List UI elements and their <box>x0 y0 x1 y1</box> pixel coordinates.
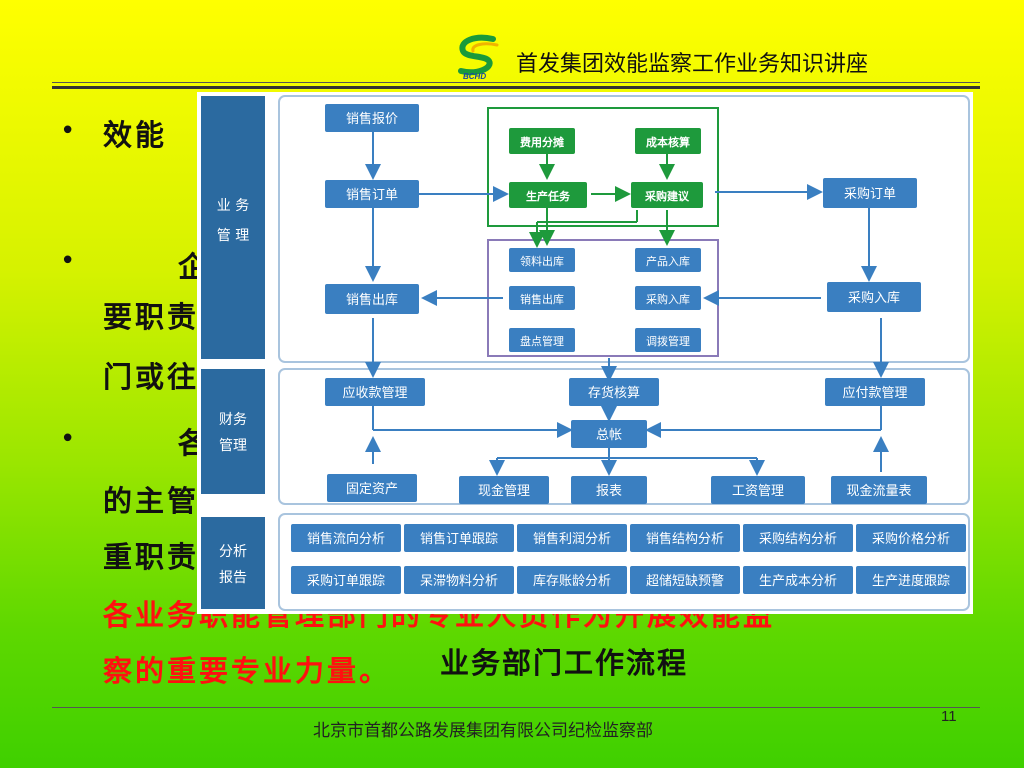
analysis-box-r1-5 <box>856 524 966 552</box>
analysis-box-r2-4 <box>743 566 853 594</box>
logo-text: BCHD <box>463 72 486 81</box>
footer-divider <box>52 707 980 708</box>
footer-org: 北京市首都公路发展集团有限公司纪检监察部 <box>313 721 653 741</box>
sidebar-finance-label-1: 财务 <box>219 412 247 428</box>
analysis-box-r2-1 <box>404 566 514 594</box>
analysis-label-r2-4: 生产成本分析 <box>759 574 837 589</box>
analysis-label-r1-1: 销售订单跟踪 <box>420 531 498 547</box>
analysis-label-r1-3: 销售结构分析 <box>646 531 724 547</box>
sidebar-finance-label-2: 管理 <box>219 438 247 454</box>
node-purchase-order: 采购订单 <box>844 186 896 202</box>
analysis-label-r2-5: 生产进度跟踪 <box>872 573 950 589</box>
body-line7: 重职责 <box>103 540 200 574</box>
bullet-3: • <box>60 424 76 454</box>
analysis-box-r1-2 <box>517 524 627 552</box>
header-title: 首发集团效能监察工作业务知识讲座 <box>516 52 869 77</box>
node-cash: 现金管理 <box>478 483 530 499</box>
node-receivable: 应收款管理 <box>342 385 407 401</box>
bullet-1: • <box>60 116 76 146</box>
body-heading: 效能 <box>103 118 168 152</box>
analysis-label-r1-2: 销售利润分析 <box>533 531 611 547</box>
analysis-box-r1-0 <box>291 524 401 552</box>
analysis-row-2: 采购订单跟踪 呆滞物料分析 库存账龄分析 超储短缺预警 生产成本分析 生产进度跟踪 <box>291 566 966 594</box>
body-line4: 门或往 <box>103 360 200 394</box>
analysis-row-1: 销售流向分析 销售订单跟踪 销售利润分析 销售结构分析 采购结构分析 采购价格分析 <box>291 524 966 552</box>
node-sales-order: 销售订单 <box>346 187 398 203</box>
workflow-diagram: 业 务 管 理 财务 管理 分析 报告 <box>197 92 973 614</box>
node-ledger: 总帐 <box>596 428 622 443</box>
analysis-box-r1-3 <box>630 524 740 552</box>
sidebar-analysis-label-1: 分析 <box>219 544 247 560</box>
analysis-label-r2-0: 采购订单跟踪 <box>307 573 385 589</box>
company-logo: BCHD <box>458 34 499 81</box>
node-sales-quote: 销售报价 <box>346 111 398 127</box>
node-product-in: 产品入库 <box>646 254 690 268</box>
node-salary: 工资管理 <box>732 484 784 499</box>
node-purchase-suggest: 采购建议 <box>644 189 690 203</box>
node-purchase-in: 采购入库 <box>848 290 900 306</box>
node-inventory: 存货核算 <box>588 385 640 401</box>
analysis-label-r2-3: 超储短缺预警 <box>646 573 724 589</box>
frame-business <box>278 95 970 363</box>
analysis-box-r2-2 <box>517 566 627 594</box>
node-cashflow: 现金流量表 <box>846 483 911 499</box>
node-sales-out: 销售出库 <box>346 292 398 308</box>
header-divider <box>52 82 980 83</box>
green-nodes: 费用分摊 成本核算 生产任务 采购建议 <box>509 128 703 208</box>
analysis-label-r2-1: 呆滞物料分析 <box>420 574 498 589</box>
node-production-task: 生产任务 <box>526 189 571 203</box>
page-number: 11 <box>941 708 957 725</box>
node-cost-calc: 成本核算 <box>646 135 690 149</box>
body-line3: 要职责 <box>103 300 200 334</box>
analysis-box-r1-1 <box>404 524 514 552</box>
node-cost-allocation: 费用分摊 <box>520 135 564 149</box>
sidebar-analysis <box>201 517 265 609</box>
body-line6: 的主管 <box>103 484 200 518</box>
warehouse-nodes: 领料出库 产品入库 销售出库 采购入库 盘点管理 调拨管理 <box>509 248 701 352</box>
sidebar-business <box>201 96 265 359</box>
node-fixed-assets: 固定资产 <box>346 482 398 497</box>
analysis-label-r2-2: 库存账龄分析 <box>533 573 611 589</box>
sidebar-analysis-label-2: 报告 <box>219 570 247 586</box>
node-transfer: 调拨管理 <box>646 334 690 348</box>
node-material-out: 领料出库 <box>520 254 564 268</box>
analysis-box-r2-0 <box>291 566 401 594</box>
node-payable: 应付款管理 <box>842 385 907 401</box>
analysis-label-r1-0: 销售流向分析 <box>307 531 385 547</box>
sidebar-business-label-2: 管 理 <box>217 228 249 244</box>
diagram-caption: 业务部门工作流程 <box>440 646 689 680</box>
node-report: 报表 <box>596 484 622 499</box>
header-divider-thick <box>52 86 980 89</box>
analysis-box-r2-3 <box>630 566 740 594</box>
node-stock-check: 盘点管理 <box>520 334 564 348</box>
blue-nodes: 销售报价 销售订单 销售出库 采购订单 采购入库 应收款管理 存货核算 应付款管… <box>325 104 927 504</box>
node-purchase-in-2: 采购入库 <box>646 292 690 306</box>
frame-analysis <box>278 513 970 611</box>
bullet-2: • <box>60 246 76 276</box>
analysis-box-r2-5 <box>856 566 966 594</box>
analysis-box-r1-4 <box>743 524 853 552</box>
node-sales-out-2: 销售出库 <box>520 292 564 306</box>
sidebar-finance <box>201 369 265 494</box>
body-line9-red: 察的重要专业力量。 <box>103 654 392 688</box>
analysis-label-r1-4: 采购结构分析 <box>759 531 837 547</box>
analysis-label-r1-5: 采购价格分析 <box>872 531 950 547</box>
sidebar-business-label-1: 业 务 <box>217 198 249 214</box>
frame-production <box>487 107 719 227</box>
